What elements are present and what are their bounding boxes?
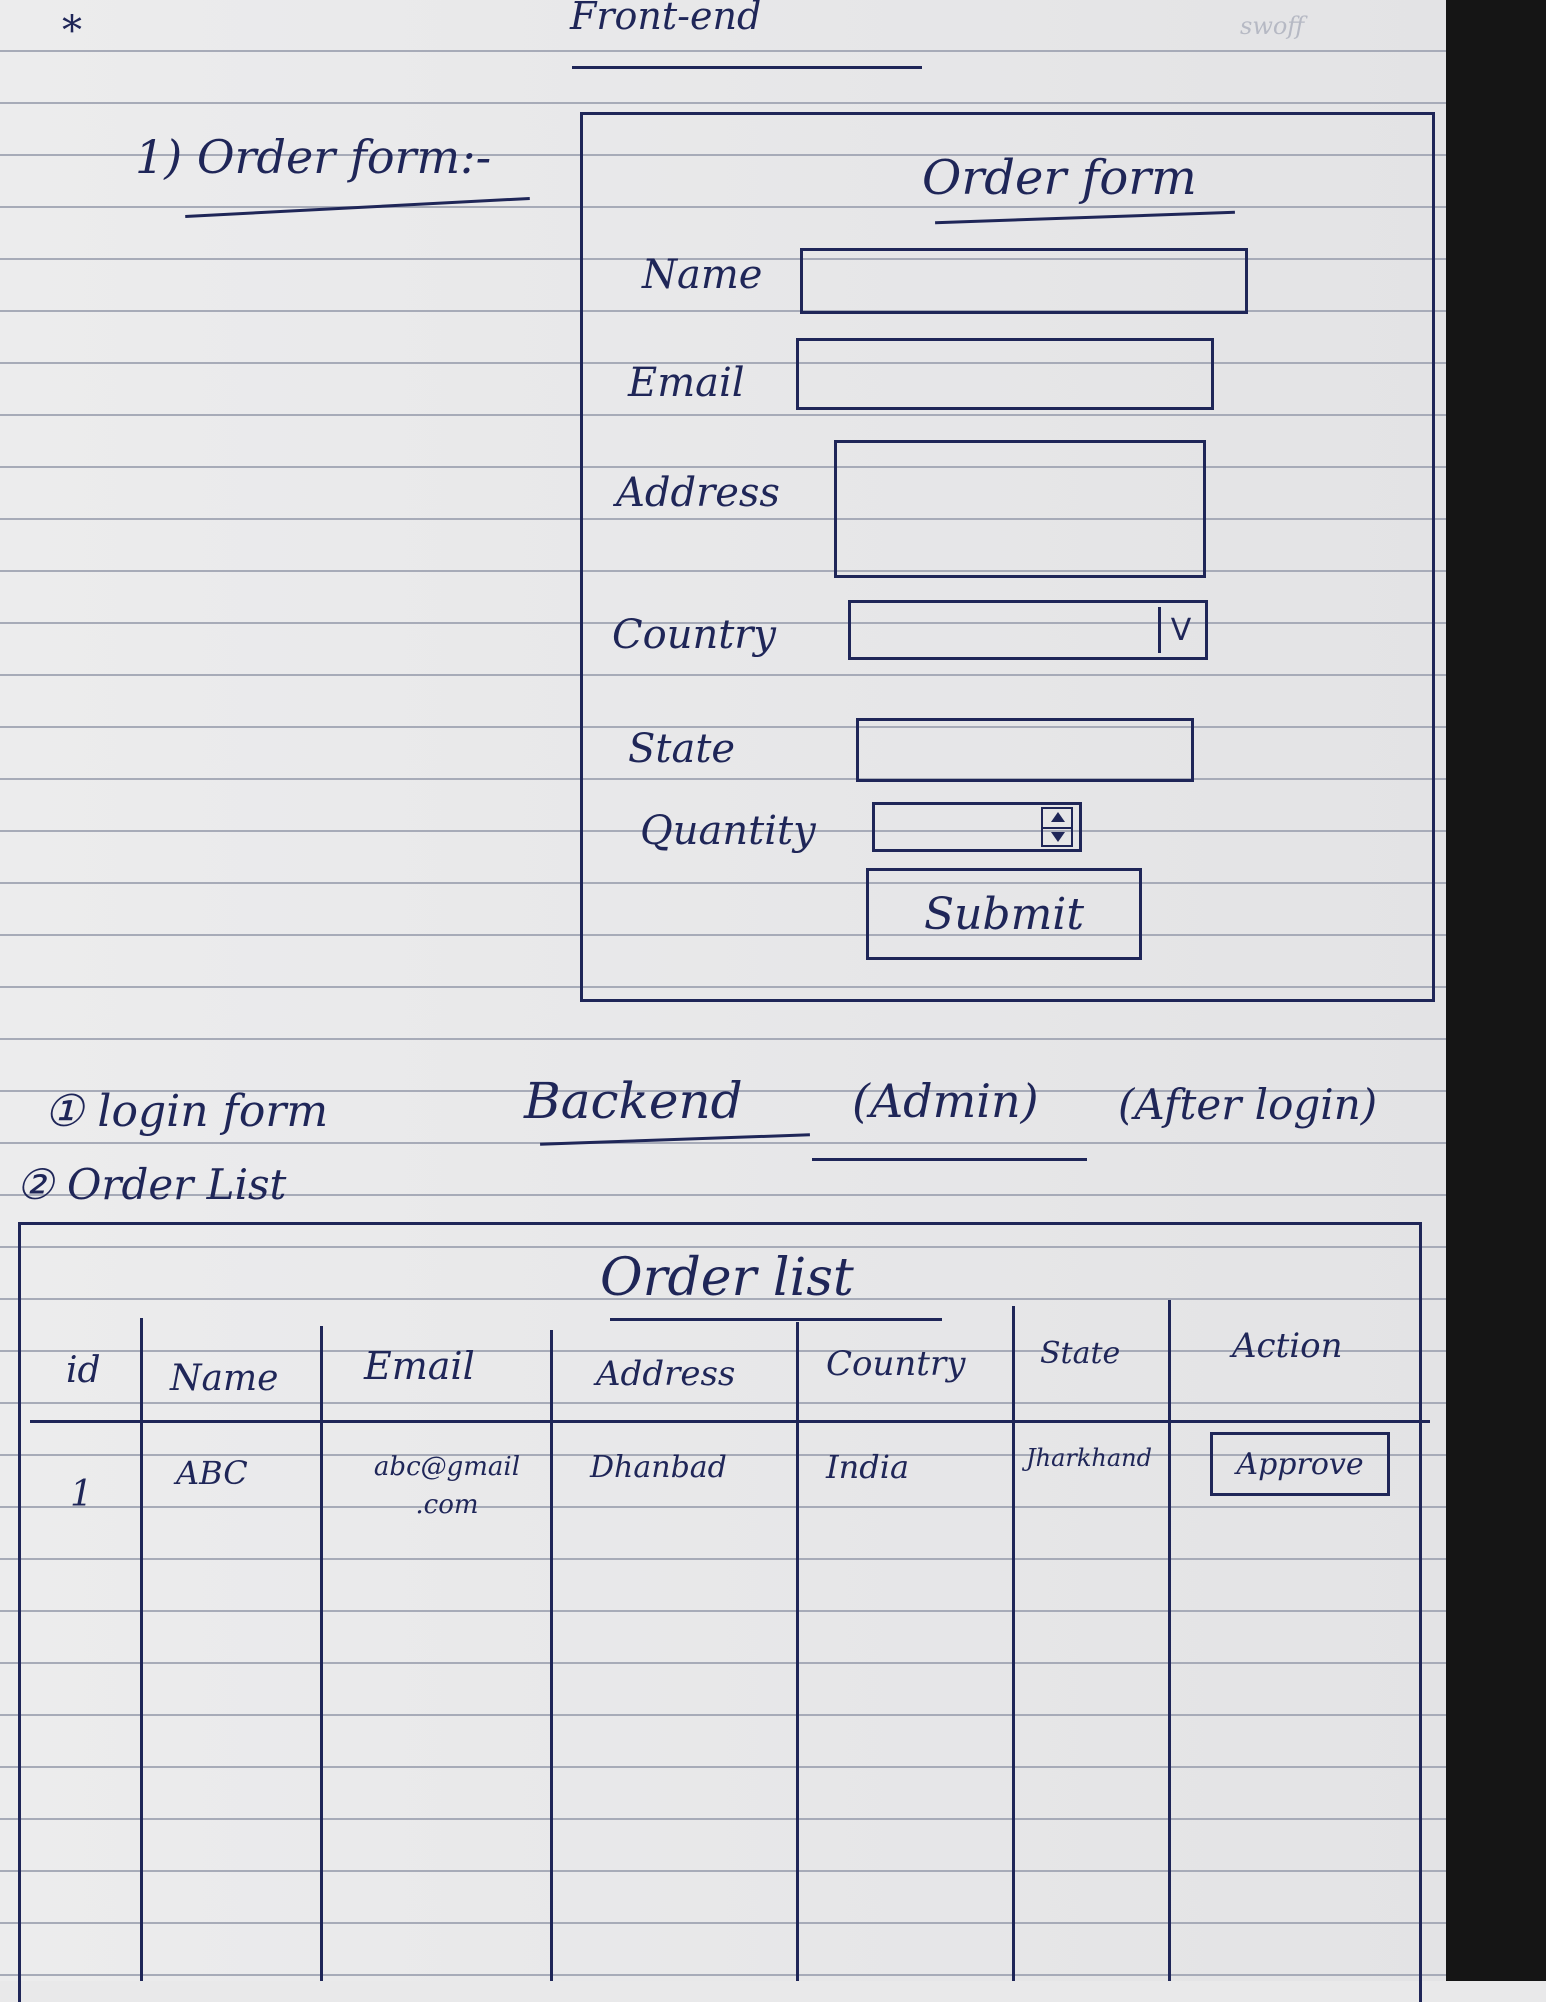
chevron-down-icon[interactable]: V — [1158, 607, 1201, 653]
header-id: id — [66, 1350, 101, 1391]
state-input[interactable] — [856, 718, 1194, 782]
address-label: Address — [616, 470, 780, 516]
column-divider — [796, 1322, 799, 1981]
column-divider — [1168, 1300, 1171, 1981]
submit-button[interactable]: Submit — [866, 868, 1142, 960]
order-list-title-underline — [610, 1318, 942, 1321]
heading-underline — [572, 66, 922, 69]
order-form-frame — [580, 112, 1435, 1002]
email-label: Email — [628, 360, 745, 406]
note-order-list: ② Order List — [16, 1160, 287, 1209]
state-label: State — [628, 726, 736, 772]
column-divider — [140, 1318, 143, 1981]
header-name: Name — [170, 1358, 279, 1399]
header-state: State — [1040, 1336, 1121, 1371]
name-label: Name — [642, 252, 763, 298]
quantity-stepper[interactable] — [872, 802, 1082, 852]
column-divider — [550, 1330, 553, 1981]
cell-name: ABC — [176, 1454, 248, 1492]
notebook-page — [0, 0, 1446, 1981]
order-list-frame — [18, 1222, 1422, 2002]
address-textarea[interactable] — [834, 440, 1206, 578]
note-backend: Backend — [524, 1072, 743, 1130]
star-mark: * — [62, 8, 82, 54]
section-title-order-form: 1) Order form:- — [135, 130, 492, 184]
note-admin: (Admin) — [852, 1074, 1039, 1128]
admin-underline — [812, 1158, 1087, 1161]
country-select[interactable]: V — [848, 600, 1208, 660]
header-address: Address — [596, 1354, 736, 1394]
header-email: Email — [364, 1344, 475, 1388]
corner-scribble: swoff — [1240, 12, 1305, 40]
quantity-label: Quantity — [640, 808, 816, 854]
header-action: Action — [1232, 1326, 1343, 1366]
header-country: Country — [826, 1344, 966, 1384]
note-login-form: ① login form — [44, 1086, 329, 1137]
cell-address: Dhanbad — [590, 1450, 727, 1485]
cell-id: 1 — [70, 1474, 93, 1515]
cell-email: abc@gmail .com — [373, 1452, 521, 1520]
approve-button[interactable]: Approve — [1210, 1432, 1390, 1496]
column-divider — [1012, 1306, 1015, 1981]
email-input[interactable] — [796, 338, 1214, 410]
name-input[interactable] — [800, 248, 1248, 314]
column-divider — [320, 1326, 323, 1981]
order-form-title: Order form — [922, 150, 1197, 206]
header-row-divider — [30, 1420, 1430, 1423]
order-list-title: Order list — [600, 1248, 854, 1308]
country-label: Country — [612, 612, 777, 658]
note-after-login: (After login) — [1118, 1080, 1378, 1129]
cell-state: Jharkhand — [1026, 1444, 1152, 1472]
desk-background — [1446, 0, 1546, 1981]
cell-country: India — [826, 1448, 910, 1486]
page-heading: Front-end — [570, 0, 762, 38]
stepper-arrows-icon[interactable] — [1041, 807, 1073, 847]
